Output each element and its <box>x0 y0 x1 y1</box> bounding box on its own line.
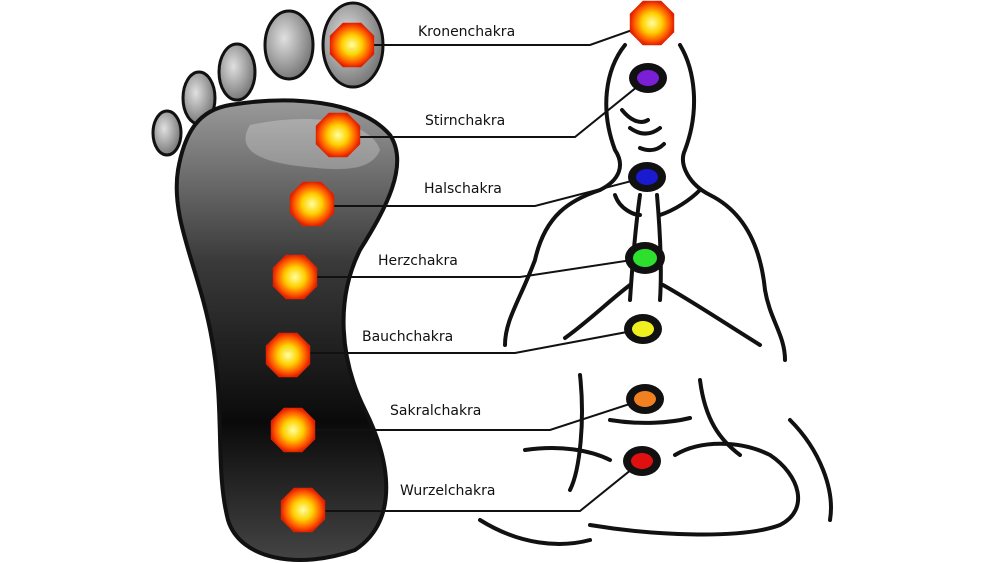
leader-line <box>293 398 646 431</box>
chakra-label: Sakralchakra <box>390 403 481 419</box>
body-point-core <box>633 249 657 267</box>
chakra-herzchakra: Herzchakra <box>272 242 665 300</box>
body-point-core <box>632 321 654 337</box>
body-point-kronenchakra <box>629 0 675 46</box>
chakra-label: Herzchakra <box>378 253 458 269</box>
foot-point-sakralchakra <box>270 407 316 453</box>
foot-point-stirnchakra <box>315 112 361 158</box>
foot-point-halschakra <box>289 181 335 227</box>
body-point-core <box>634 391 656 407</box>
chakra-label: Bauchchakra <box>362 329 453 345</box>
leader-line <box>338 77 649 138</box>
leader-line <box>288 328 644 354</box>
chakra-sakralchakra: Sakralchakra <box>270 384 664 453</box>
chakra-halschakra: Halschakra <box>289 162 666 227</box>
foot-illustration <box>151 1 400 562</box>
foot-point-wurzelchakra <box>280 487 326 533</box>
foot-point-herzchakra <box>272 254 318 300</box>
leader-line <box>312 176 648 207</box>
chakra-label: Kronenchakra <box>418 24 515 40</box>
foot-point-kronenchakra <box>329 22 375 68</box>
body-point-core <box>631 453 653 469</box>
chakra-label: Stirnchakra <box>425 113 505 129</box>
leader-line <box>303 460 643 512</box>
leader-line <box>295 257 646 278</box>
body-point-core <box>637 70 659 86</box>
chakra-kronenchakra: Kronenchakra <box>329 0 675 68</box>
meditating-figure <box>478 43 833 546</box>
chakra-bauchchakra: Bauchchakra <box>265 314 662 378</box>
chakra-wurzelchakra: Wurzelchakra <box>280 446 661 533</box>
foot-point-bauchchakra <box>265 332 311 378</box>
body-point-core <box>636 169 658 185</box>
chakra-stirnchakra: Stirnchakra <box>315 63 667 158</box>
chakra-label: Wurzelchakra <box>400 483 495 499</box>
chakra-label: Halschakra <box>424 181 502 197</box>
